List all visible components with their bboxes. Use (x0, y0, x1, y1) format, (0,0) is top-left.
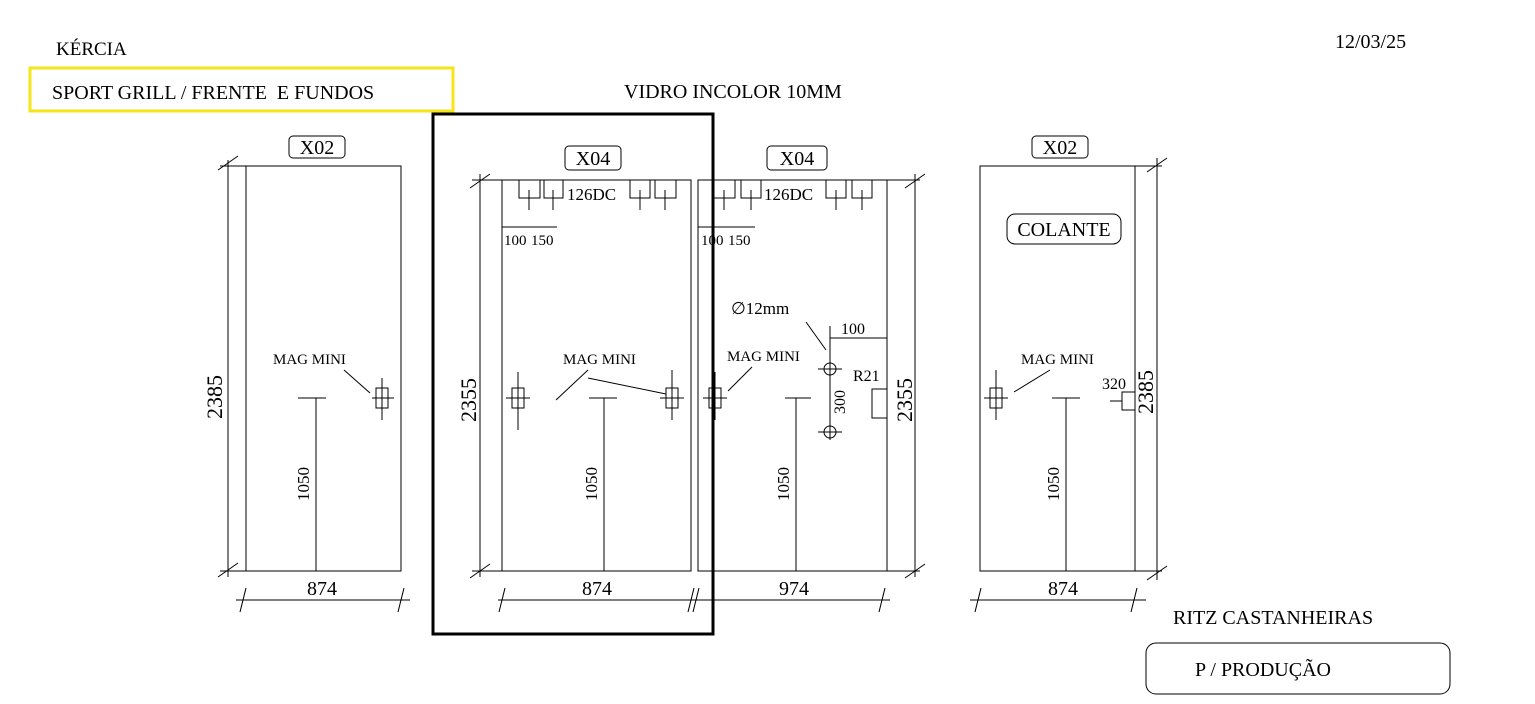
project-highlight-box (28, 66, 455, 113)
panel-1-qty-tag (288, 135, 346, 159)
panel-4-width: 874 (1048, 578, 1078, 600)
material-title: VIDRO INCOLOR 10MM (624, 81, 842, 103)
panel-3-height: 2355 (892, 378, 917, 422)
panel-2-qty: X04 (576, 148, 610, 170)
project-title: SPORT GRILL / FRENTE E FUNDOS (52, 82, 374, 104)
panel-2-hinges (518, 180, 677, 210)
panel-3-hinges (713, 180, 873, 210)
panel-3-qty: X04 (780, 148, 814, 170)
panel-3-qty-tag (766, 145, 828, 171)
panel-2-mag-label: MAG MINI (563, 352, 636, 368)
selection-frame (431, 112, 715, 636)
panel-3-width: 974 (779, 578, 809, 600)
panel-4: X02 COLANTE 2385 874 1050 MAG MINI 320 (970, 135, 1168, 613)
panel-3-notch (871, 388, 887, 419)
panel-3-hole-offset: 100 (841, 321, 865, 338)
panel-4-note: COLANTE (1017, 219, 1110, 241)
panel-4-side-dim: 320 (1102, 376, 1126, 393)
panel-3-hole-spacing: 300 (832, 390, 849, 414)
panel-2-qty-tag (564, 145, 622, 171)
panel-3-dim-b: 150 (728, 233, 751, 249)
drawing-date: 12/03/25 (1335, 31, 1406, 53)
panel-2-hinge-label: 126DC (567, 185, 616, 204)
panel-4-height: 2385 (1133, 370, 1158, 414)
panel-2: X04 126DC 100 150 2355 874 1050 MAG MINI (456, 145, 700, 613)
panel-3-hinge-label: 126DC (764, 185, 813, 204)
panel-1-width: 874 (307, 578, 337, 600)
panel-1-mag-label: MAG MINI (273, 352, 346, 368)
panel-4-handle-height: 1050 (1044, 467, 1063, 501)
client-name: KÉRCIA (56, 38, 127, 60)
panel-2-handle-height: 1050 (582, 467, 601, 501)
status-box (1145, 642, 1451, 695)
panel-1-height: 2385 (202, 375, 227, 419)
panel-4-note-tag (1006, 213, 1122, 245)
panel-1-qty: X02 (300, 137, 334, 159)
panel-3-radius: R21 (853, 368, 880, 385)
panel-4-qty: X02 (1043, 137, 1077, 159)
panel-2-dim-a: 100 (504, 233, 527, 249)
panel-3-mag-label: MAG MINI (727, 349, 800, 365)
panel-4-qty-tag (1031, 135, 1089, 159)
panel-2-width: 874 (582, 578, 612, 600)
panel-1: X02 2385 874 1050 MAG MINI (202, 135, 410, 613)
panel-3-dim-a: 100 (701, 233, 724, 249)
panel-3: X04 126DC 100 150 2355 974 1050 MAG MINI (692, 145, 926, 613)
panel-2-dim-b: 150 (531, 233, 554, 249)
status-label: P / PRODUÇÃO (1195, 657, 1331, 681)
panel-3-handle-height: 1050 (774, 467, 793, 501)
panel-4-mag-label: MAG MINI (1021, 352, 1094, 368)
panel-3-hole-diameter: ∅12mm (731, 299, 789, 318)
panel-2-height: 2355 (456, 378, 481, 422)
panel-1-handle-height: 1050 (294, 467, 313, 501)
site-name: RITZ CASTANHEIRAS (1173, 607, 1373, 629)
